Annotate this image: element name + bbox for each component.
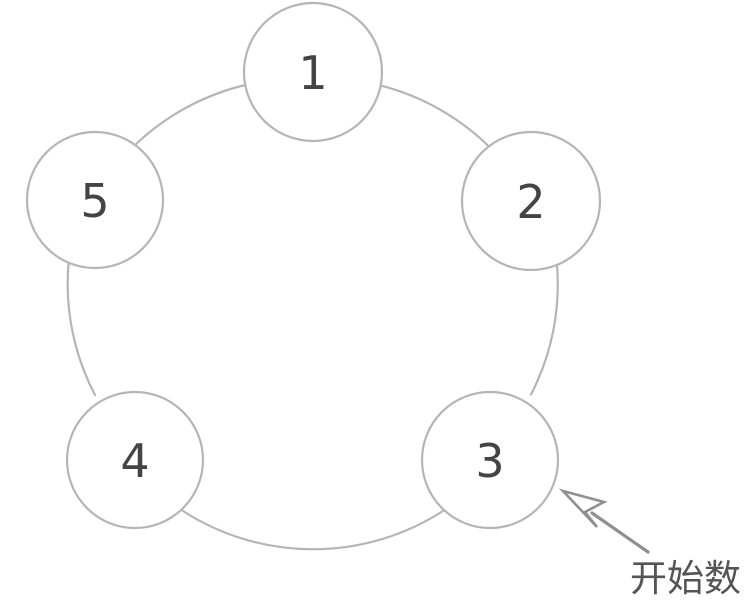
node-4-label: 4 xyxy=(120,434,149,488)
edge-3-to-4 xyxy=(181,508,446,551)
ring-nodes: 1 2 3 4 5 xyxy=(25,1,602,530)
annotation-arrow-shaft xyxy=(590,511,650,554)
node-4-circle[interactable] xyxy=(65,390,205,530)
node-3-circle[interactable] xyxy=(420,390,560,530)
node-1-circle[interactable] xyxy=(242,1,384,143)
node-5-circle[interactable] xyxy=(25,130,165,270)
node-2-label: 2 xyxy=(516,175,545,229)
start-annotation: 开始数 xyxy=(558,488,741,600)
node-1-label: 1 xyxy=(298,46,327,100)
node-3[interactable]: 3 xyxy=(420,390,560,530)
node-3-label: 3 xyxy=(475,434,504,488)
ring-edges xyxy=(66,83,559,551)
edge-5-to-1 xyxy=(133,83,249,147)
node-4[interactable]: 4 xyxy=(65,390,205,530)
node-5-label: 5 xyxy=(80,174,109,228)
node-5[interactable]: 5 xyxy=(25,130,165,270)
edge-2-to-3 xyxy=(529,263,559,396)
node-2-circle[interactable] xyxy=(460,130,602,272)
node-2[interactable]: 2 xyxy=(460,130,602,272)
edge-4-to-5 xyxy=(66,262,97,397)
annotation-arrow-head-icon xyxy=(558,488,608,528)
edge-1-to-2 xyxy=(379,84,493,150)
annotation-label: 开始数 xyxy=(630,557,741,600)
node-1[interactable]: 1 xyxy=(242,1,384,143)
